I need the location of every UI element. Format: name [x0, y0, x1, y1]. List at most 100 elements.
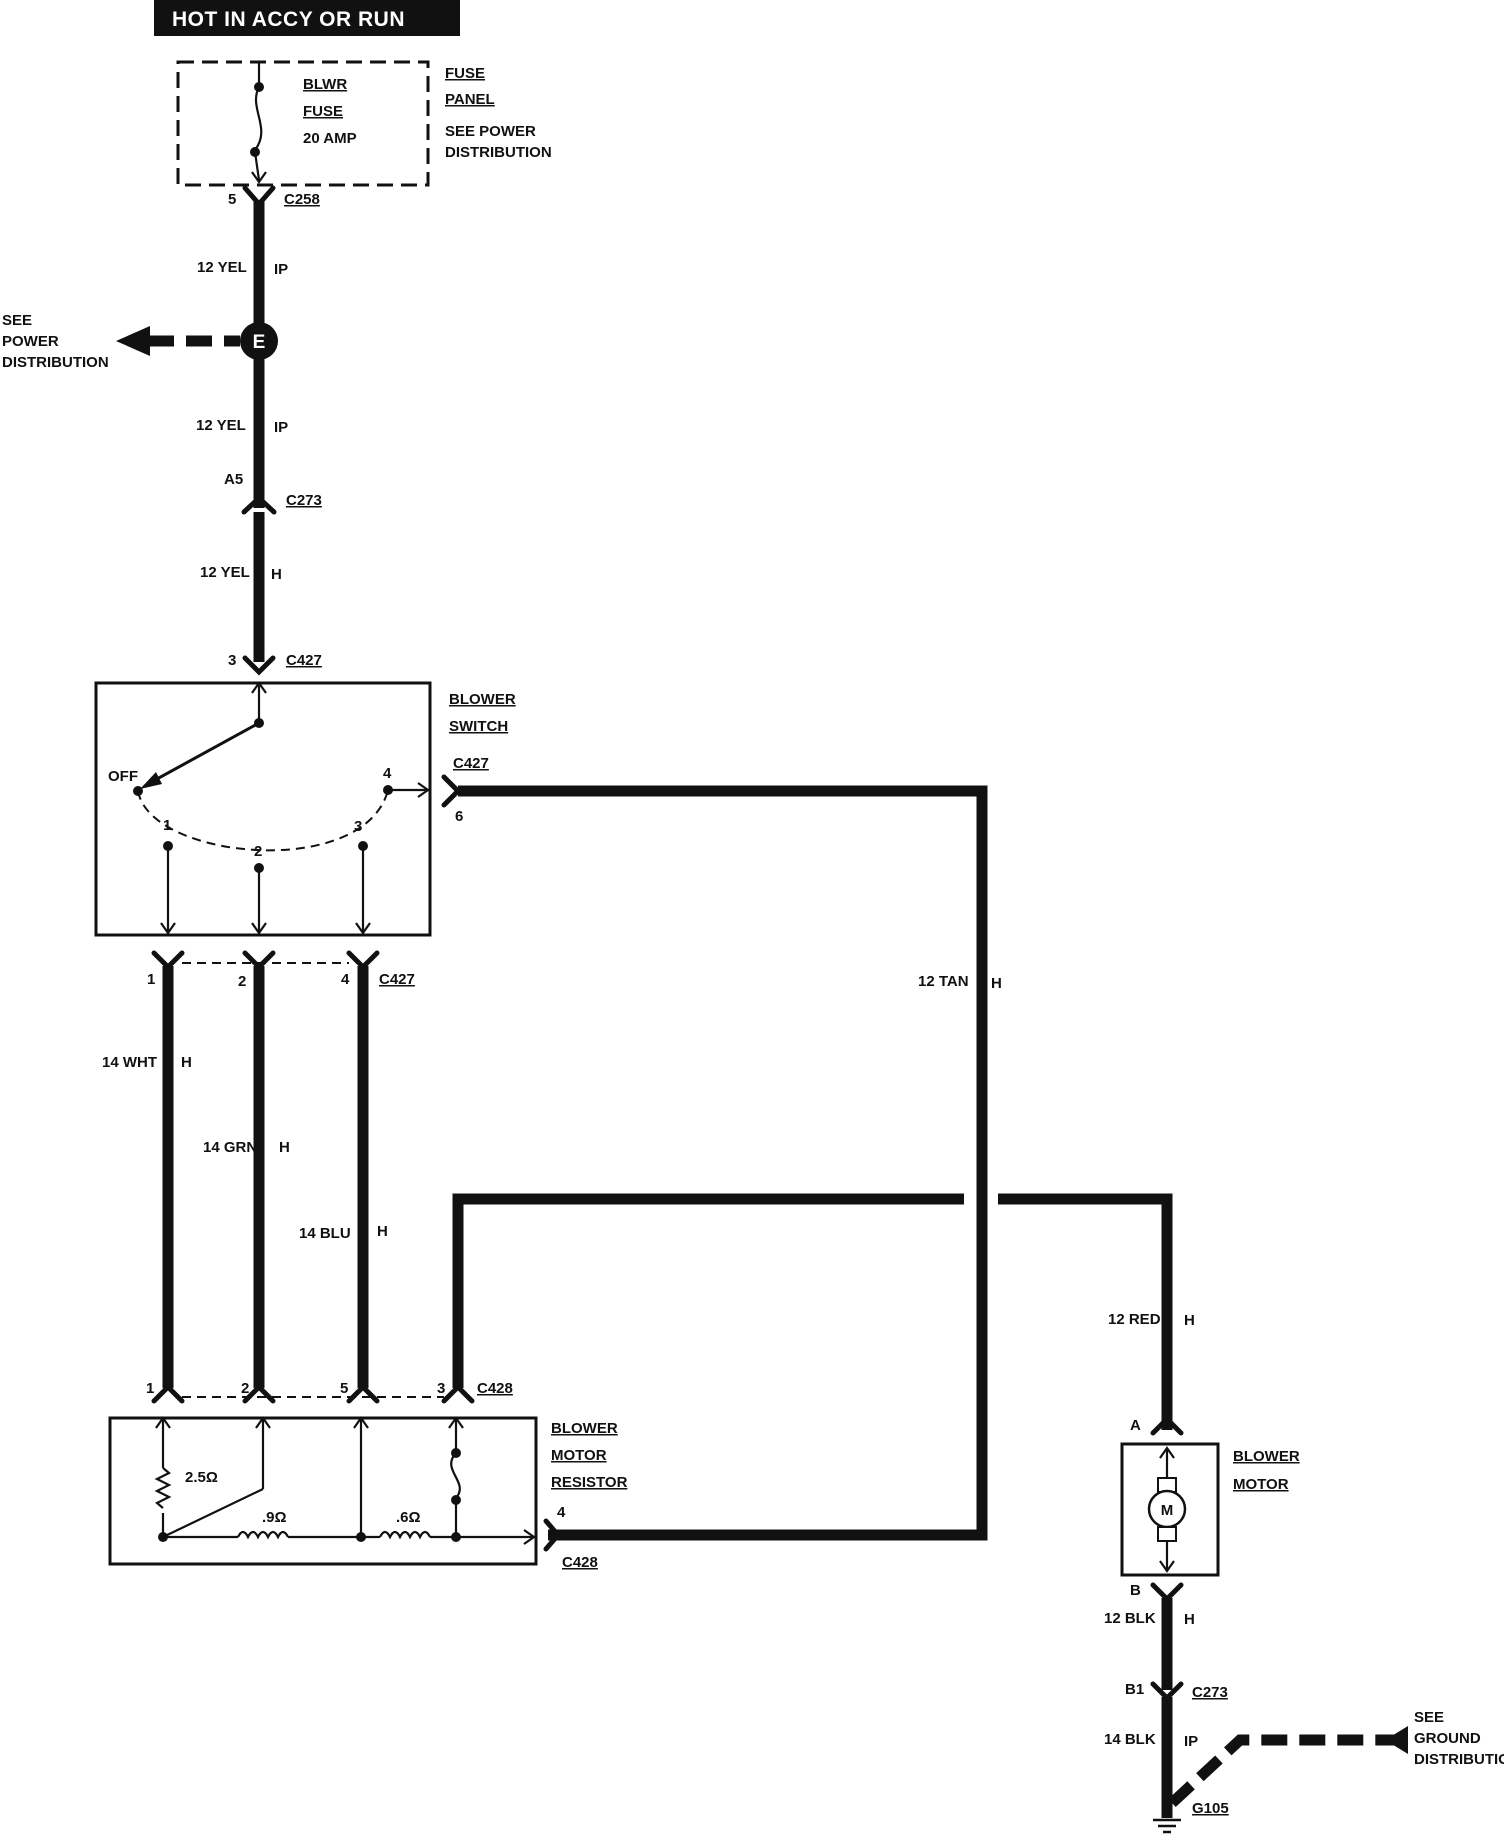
- c273-bottom-name: C273: [1192, 1684, 1228, 1701]
- resistor-title-1: BLOWER: [551, 1420, 618, 1437]
- splice-e: E: [240, 322, 278, 360]
- fuse-arrow: [251, 171, 267, 184]
- c427-side-symbol: [441, 774, 462, 808]
- fuse-label-1: BLWR: [303, 76, 347, 93]
- c427-input-pin: 3: [228, 652, 236, 669]
- blu-wire-harness: H: [377, 1223, 388, 1240]
- fuse-panel-box: [176, 60, 430, 187]
- c428-top-name: C428: [477, 1380, 513, 1397]
- connector-motor-b: B: [1130, 1582, 1184, 1603]
- wire-3-harness: H: [271, 566, 282, 583]
- header-background: [154, 0, 460, 36]
- c428-pin-5: 5: [340, 1380, 348, 1397]
- fuse-element: [254, 86, 263, 151]
- res-value-0-9: .9Ω: [262, 1509, 287, 1526]
- switch-pos-off: OFF: [108, 768, 138, 785]
- motor-b-symbol: [1150, 1582, 1184, 1603]
- fuse-lead-bottom: [253, 151, 261, 181]
- c428-pin-2: 2: [241, 1380, 249, 1397]
- blower-motor-resistor: 2.5Ω .9Ω .6Ω BLOWER MOTOR RESISTOR: [108, 1416, 628, 1566]
- c273-top-symbol: [241, 494, 277, 515]
- res-thermal-fuse: [450, 1452, 461, 1499]
- ground-note-1: SEE: [1414, 1709, 1444, 1726]
- switch-pos-2: 2: [254, 843, 262, 860]
- wire-3-label: 12 YEL: [200, 564, 250, 581]
- switch-blade-arrow: [140, 772, 162, 789]
- power-ref-line-3: DISTRIBUTION: [2, 354, 109, 371]
- c428-side-pin: 4: [557, 1504, 566, 1521]
- power-reference: SEE POWER DISTRIBUTION: [2, 312, 240, 371]
- connector-c273-top: A5 C273: [224, 471, 322, 515]
- ground-note-2: GROUND: [1414, 1730, 1481, 1747]
- ground-ref-wire: [1168, 1734, 1395, 1808]
- res-pin2-arrow: [255, 1416, 271, 1429]
- c258-pin: 5: [228, 191, 236, 208]
- wht-wire-harness: H: [181, 1054, 192, 1071]
- blower-switch-title-1: BLOWER: [449, 691, 516, 708]
- fuse-panel: BLWR FUSE 20 AMP FUSE PANEL SEE POWER DI…: [176, 60, 552, 187]
- res-0-6-ohm-coil: [379, 1530, 431, 1540]
- res-0-9-ohm-coil: [237, 1530, 289, 1540]
- switch-pos-3: 3: [354, 818, 362, 835]
- tan-wire: [458, 785, 988, 1541]
- c427-side-pin: 6: [455, 808, 463, 825]
- power-ref-line-1: SEE: [2, 312, 32, 329]
- ground-ref-arrow: [1385, 1726, 1408, 1754]
- res-output-arrow: [523, 1529, 536, 1545]
- header: HOT IN ACCY OR RUN: [154, 0, 460, 36]
- ground-g105: G105: [1153, 1800, 1229, 1834]
- wire-2-harness: IP: [274, 419, 288, 436]
- res-pin5-arrow: [353, 1416, 369, 1429]
- res-2-5-ohm-coil: [154, 1467, 172, 1509]
- motor-title-2: MOTOR: [1233, 1476, 1289, 1493]
- blower-motor: M BLOWER MOTOR: [1120, 1442, 1300, 1577]
- motor-lead-bottom-arrow: [1159, 1560, 1175, 1573]
- power-ref-line-2: POWER: [2, 333, 59, 350]
- motor-a-pin: A: [1130, 1417, 1141, 1434]
- fuse-label-2: FUSE: [303, 103, 343, 120]
- wire-1-harness: IP: [274, 261, 288, 278]
- motor-lead-top-arrow: [1159, 1446, 1175, 1459]
- motor-brush-bottom: [1157, 1526, 1177, 1542]
- switch-pos-3-arrow: [355, 922, 371, 935]
- c273-bottom-pin: B1: [1125, 1681, 1144, 1698]
- connector-c428-top: 1 2 5 3 C428: [146, 1380, 513, 1404]
- c273-top-pin: A5: [224, 471, 243, 488]
- switch-pos-2-arrow: [251, 922, 267, 935]
- motor-b-pin: B: [1130, 1582, 1141, 1599]
- blk-wire-1-harness: H: [1184, 1611, 1195, 1628]
- res-pin2-diagonal: [162, 1488, 264, 1538]
- c427-side-name: C427: [453, 755, 489, 772]
- switch-pos-1: 1: [163, 817, 171, 834]
- fuse-panel-note-2: DISTRIBUTION: [445, 144, 552, 161]
- red-wire-label: 12 RED: [1108, 1311, 1161, 1328]
- c428-pin-1: 1: [146, 1380, 154, 1397]
- motor-box: [1120, 1442, 1220, 1577]
- ground-reference: SEE GROUND DISTRIBUTION: [1168, 1709, 1504, 1808]
- switch-pos-4: 4: [383, 765, 392, 782]
- c427-bottom-pin1-symbol: [151, 950, 185, 971]
- blk-wire-2-label: 14 BLK: [1104, 1731, 1156, 1748]
- c428-pin1-symbol: [151, 1383, 185, 1404]
- res-pin1-arrow: [155, 1416, 171, 1429]
- blower-switch-title-2: SWITCH: [449, 718, 508, 735]
- header-title: HOT IN ACCY OR RUN: [172, 8, 405, 31]
- grn-wire-label: 14 GRN: [203, 1139, 257, 1156]
- blk-wire-1-label: 12 BLK: [1104, 1610, 1156, 1627]
- fuse-panel-note-1: SEE POWER: [445, 123, 536, 140]
- switch-common-arrow: [251, 681, 267, 694]
- res-pin3-arrow: [448, 1416, 464, 1429]
- motor-a-symbol: [1150, 1415, 1184, 1436]
- blk-wire-2-harness: IP: [1184, 1733, 1198, 1750]
- power-ref-arrow: [116, 326, 150, 356]
- c427-bottom-pin4-symbol: [346, 950, 380, 971]
- fuse-label-3: 20 AMP: [303, 130, 357, 147]
- c428-side-symbol: [543, 1518, 562, 1552]
- fuse-panel-title-2: PANEL: [445, 91, 495, 108]
- c427-bottom-pin-4: 4: [341, 971, 350, 988]
- connector-c273-bottom: B1 C273: [1125, 1681, 1228, 1702]
- resistor-title-3: RESISTOR: [551, 1474, 628, 1491]
- c427-input-symbol: [242, 655, 276, 676]
- fuse-panel-title-1: FUSE: [445, 65, 485, 82]
- motor-symbol: M: [1161, 1502, 1174, 1519]
